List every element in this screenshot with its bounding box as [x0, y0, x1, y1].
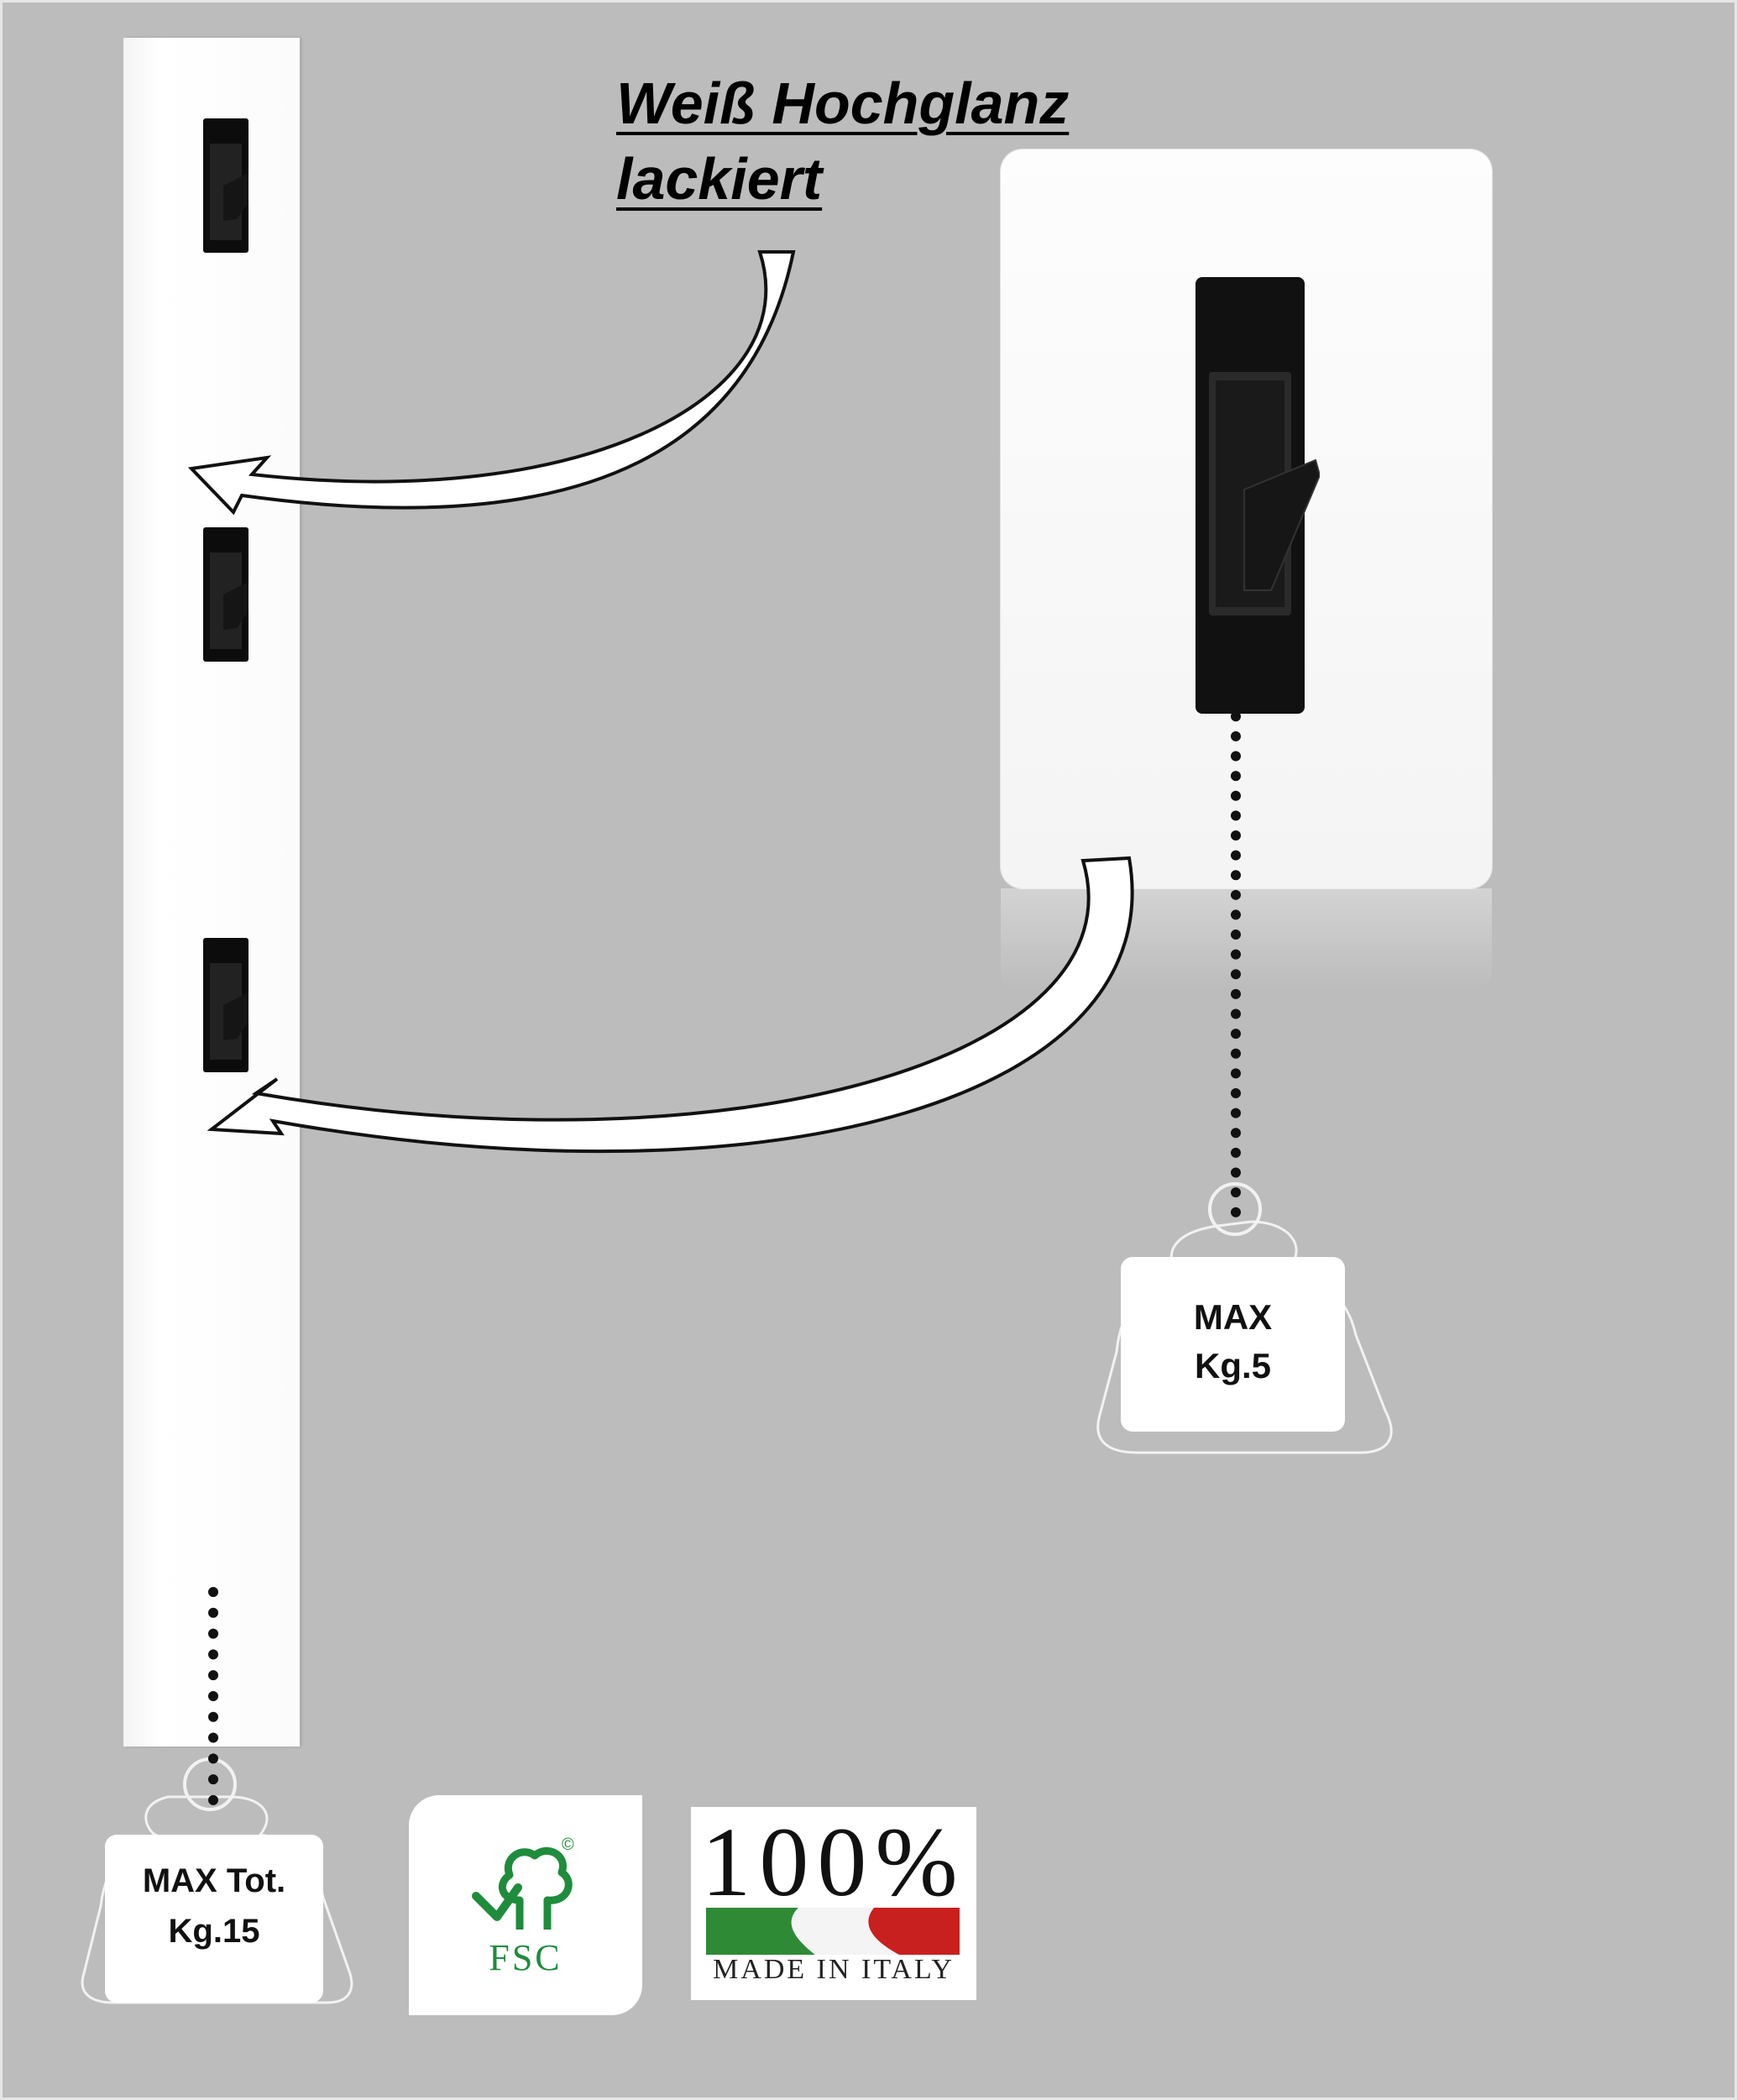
- fsc-logo: © FSC: [409, 1795, 642, 2015]
- load-line-total: [208, 1587, 218, 1805]
- hook-icon: [203, 938, 249, 1072]
- product-title: Weiß Hochglanz lackiert: [616, 65, 1069, 217]
- made-in-italy-badge: 100% MADE IN ITALY: [691, 1807, 976, 2000]
- load-line-detail: [1231, 672, 1241, 1218]
- tree-icon: [472, 1847, 573, 1930]
- weight-small-line-2: Kg.5: [1194, 1346, 1271, 1385]
- weight-small-label: MAX Kg.5: [1121, 1293, 1345, 1390]
- weight-total-label: MAX Tot. Kg.15: [105, 1856, 323, 1956]
- fsc-mark: ©: [562, 1836, 574, 1854]
- hook-icon: [203, 118, 249, 253]
- weight-total-line-1: MAX Tot.: [142, 1862, 286, 1899]
- italy-label: MADE IN ITALY: [713, 1954, 955, 1985]
- wall-panel: [123, 38, 300, 1747]
- hook-icon: [1195, 277, 1320, 714]
- title-line-2: lackiert: [616, 146, 823, 212]
- hook-detail-view: [1001, 149, 1492, 888]
- weight-small-line-1: MAX: [1193, 1297, 1273, 1337]
- weight-total-line-2: Kg.15: [168, 1913, 260, 1950]
- italy-percent: 100%: [701, 1807, 966, 1917]
- italian-flag-icon: [706, 1908, 960, 1955]
- fsc-label: FSC: [489, 1937, 562, 1978]
- hook-icon: [203, 527, 249, 662]
- title-line-1: Weiß Hochglanz: [616, 71, 1070, 136]
